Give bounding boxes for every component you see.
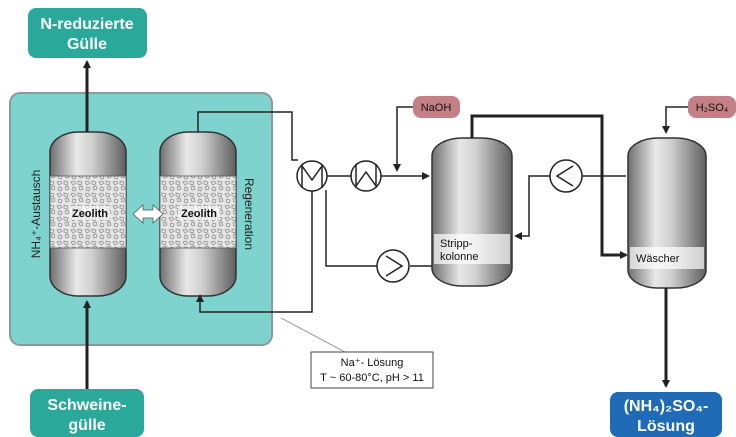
- heater-zigzag: [355, 164, 377, 189]
- scrubber-label: Wäscher: [636, 253, 680, 265]
- exchange-label: NH₄⁺-Austausch: [29, 170, 43, 259]
- naoh-box: [413, 96, 460, 118]
- pump-icon-bottom: [376, 249, 410, 283]
- output-reduced-line1: N-reduzierte: [40, 16, 133, 33]
- flow-hx-return-to-regen: [196, 190, 313, 313]
- output-reduced-line2: Gülle: [67, 36, 107, 53]
- output-sulfate-line1: (NH₄)₂SO₄-: [624, 398, 709, 415]
- regeneration-column: [159, 131, 237, 297]
- zeolith-right-label: Zeolith: [181, 208, 217, 220]
- flow-gas-to-scrubber: [470, 114, 628, 259]
- note-line1: Na⁺- Lösung: [341, 357, 404, 369]
- flow-regen-to-hx: [197, 111, 298, 161]
- h2so4-box: [688, 96, 736, 118]
- swap-double-arrow-icon: [132, 204, 164, 224]
- regeneration-label: Regeneration: [242, 178, 256, 250]
- exchange-column: [49, 131, 127, 297]
- output-box-ammonium-sulfate: [610, 392, 722, 437]
- stripper-label-line1: Stripp-: [440, 238, 473, 250]
- naoh-label: NaOH: [421, 102, 452, 114]
- input-pig-line2: gülle: [68, 417, 105, 434]
- zeolith-left-label: Zeolith: [72, 208, 108, 220]
- note-pointer: [280, 317, 346, 353]
- output-box-reduced-manure: [28, 8, 147, 58]
- flow-naoh: [393, 106, 413, 172]
- input-pig-line1: Schweine-: [47, 397, 126, 414]
- h2so4-label: H₂SO₄: [696, 102, 729, 114]
- output-sulfate-line2: Lösung: [637, 418, 695, 435]
- note-box: [310, 351, 434, 389]
- heat-exchanger-zigzag: [301, 163, 323, 188]
- stripper-label-line2: kolonne: [440, 251, 479, 263]
- flow-h2so4: [662, 106, 688, 134]
- note-line2: T ~ 60-80°C, pH > 11: [320, 372, 424, 384]
- input-box-pig-manure: [30, 389, 144, 437]
- pump-icon-middle: [549, 159, 583, 193]
